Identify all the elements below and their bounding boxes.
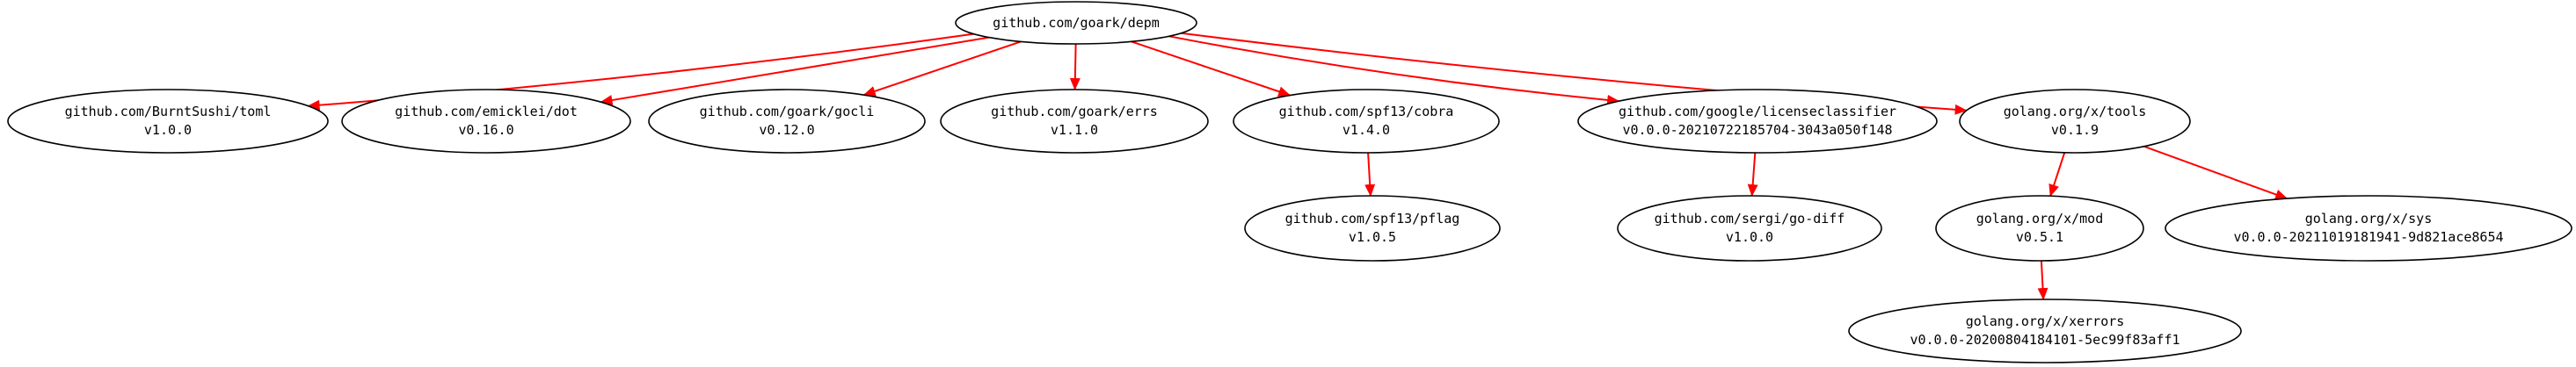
node-xerrors: golang.org/x/xerrors v0.0.0-2020080418410… (1848, 299, 2242, 363)
node-label: github.com/goark/gocli (700, 104, 875, 119)
edge-cobra-pflag (1364, 152, 1376, 197)
edge-tools-mod (2048, 152, 2066, 198)
node-version: v1.0.0 (144, 122, 192, 138)
node-depm: github.com/goark/depm (955, 1, 1197, 45)
node-ellipse-depm (955, 1, 1197, 45)
node-cobra: github.com/spf13/cobra v1.4.0 (1233, 89, 1500, 154)
node-version: v0.0.0-20200804184101-5ec99f83aff1 (1910, 332, 2179, 348)
node-label: golang.org/x/tools (2004, 104, 2147, 119)
edge-depm-errs (1069, 43, 1081, 90)
node-tools: golang.org/x/tools v0.1.9 (1959, 89, 2191, 154)
node-ellipse-mod (1935, 195, 2144, 262)
node-label: github.com/sergi/go-diff (1655, 211, 1845, 227)
node-ellipse-xerrors (1848, 299, 2242, 363)
node-errs: github.com/goark/errs v1.1.0 (940, 89, 1209, 154)
node-label: golang.org/x/mod (1976, 211, 2104, 227)
node-ellipse-pflag (1244, 195, 1501, 262)
node-ellipse-tools (1959, 89, 2191, 154)
node-go-diff: github.com/sergi/go-diff v1.0.0 (1617, 195, 1882, 262)
node-ellipse-go-diff (1617, 195, 1882, 262)
node-label: github.com/spf13/pflag (1285, 211, 1460, 227)
node-toml: github.com/BurntSushi/toml v1.0.0 (7, 89, 329, 154)
edge-depm-cobra (1131, 40, 1292, 97)
node-version: v0.0.0-20210722185704-3043a050f148 (1622, 122, 1892, 138)
node-ellipse-dot (341, 89, 631, 154)
node-ellipse-sys (2165, 195, 2572, 262)
node-ellipse-gocli (648, 89, 926, 154)
node-label: golang.org/x/xerrors (1966, 313, 2125, 329)
edge-depm-licenseclassifier (1168, 35, 1620, 105)
node-version: v0.5.1 (2016, 229, 2063, 245)
node-version: v0.1.9 (2051, 122, 2099, 138)
node-ellipse-licenseclassifier (1577, 89, 1938, 154)
edge-depm-gocli (862, 40, 1022, 97)
node-label: github.com/google/licenseclassifier (1619, 104, 1896, 119)
node-version: v0.12.0 (759, 122, 814, 138)
node-version: v0.16.0 (458, 122, 513, 138)
node-version: v1.0.0 (1726, 229, 1773, 245)
node-version: v1.0.5 (1349, 229, 1396, 245)
node-ellipse-errs (940, 89, 1209, 154)
node-label: github.com/spf13/cobra (1279, 104, 1454, 119)
node-version: v1.1.0 (1051, 122, 1098, 138)
node-pflag: github.com/spf13/pflag v1.0.5 (1244, 195, 1501, 262)
node-mod: golang.org/x/mod v0.5.1 (1935, 195, 2144, 262)
node-ellipse-toml (7, 89, 329, 154)
edge-depm-dot (600, 36, 989, 105)
node-label: github.com/emicklei/dot (395, 104, 578, 119)
edge-licenseclassifier-go-diff (1747, 152, 1758, 197)
node-label: github.com/goark/depm (993, 15, 1160, 31)
node-label: golang.org/x/sys (2305, 211, 2433, 227)
node-dot: github.com/emicklei/dot v0.16.0 (341, 89, 631, 154)
edge-tools-sys (2143, 145, 2289, 200)
node-label: github.com/BurntSushi/toml (65, 104, 272, 119)
node-version: v0.0.0-20211019181941-9d821ace8654 (2233, 229, 2503, 245)
node-label: github.com/goark/errs (991, 104, 1158, 119)
node-gocli: github.com/goark/gocli v0.12.0 (648, 89, 926, 154)
node-licenseclassifier: github.com/google/licenseclassifier v0.0.… (1577, 89, 1938, 154)
node-ellipse-cobra (1233, 89, 1500, 154)
node-sys: golang.org/x/sys v0.0.0-20211019181941-9d… (2165, 195, 2572, 262)
edge-mod-xerrors (2037, 260, 2048, 300)
node-version: v1.4.0 (1343, 122, 1390, 138)
